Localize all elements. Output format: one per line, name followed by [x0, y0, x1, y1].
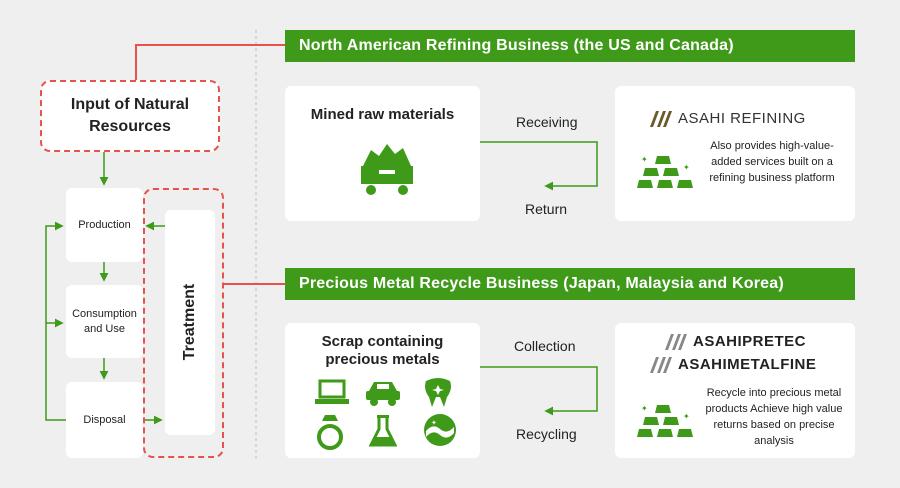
production-label: Production [78, 218, 131, 231]
flask-icon [368, 415, 398, 447]
svg-text:✦: ✦ [641, 155, 648, 164]
input-box: Input of Natural Resources [40, 80, 220, 152]
recycling-label: Recycling [516, 426, 577, 442]
asahi-pretec-box: ASAHIPRETEC ASAHIMETALFINE ✦ ✦ Recycle i… [615, 323, 855, 458]
treatment-box: Treatment [165, 210, 215, 435]
consumption-label: Consumption and Use [72, 307, 137, 335]
brand-logo-icon [665, 333, 687, 350]
production-box: Production [66, 188, 143, 262]
receiving-label: Receiving [516, 114, 578, 130]
asahi-refining-label: ASAHI REFINING [678, 110, 806, 127]
na-banner: North American Refining Business (the US… [285, 30, 855, 62]
collection-label: Collection [514, 338, 576, 354]
disposal-label: Disposal [83, 413, 126, 426]
ring-icon [317, 415, 343, 450]
brand-logo-icon [650, 110, 672, 127]
laptop-icon [315, 379, 349, 404]
mined-title: Mined raw materials [310, 106, 455, 123]
ore-icon: ✦ [424, 414, 456, 446]
asahi-metalfine-label: ASAHIMETALFINE [678, 356, 817, 373]
asahi-metalfine-brand: ASAHIMETALFINE [650, 356, 816, 373]
return-label: Return [525, 201, 568, 217]
scrap-box: Scrap containing precious metals ✦ [285, 323, 480, 458]
asahi-pretec-brand: ASAHIPRETEC [665, 333, 806, 350]
input-label: Input of Natural Resources [70, 96, 190, 135]
consumption-box: Consumption and Use [66, 285, 143, 358]
mine-cart-icon [361, 144, 413, 195]
svg-text:✦: ✦ [641, 404, 648, 413]
brand-logo-icon [650, 356, 672, 373]
asahi-refining-brand: ASAHI REFINING [650, 110, 806, 127]
asahi-pretec-desc: Recycle into precious metal products Ach… [705, 387, 843, 447]
svg-text:✦: ✦ [683, 412, 690, 421]
mined-box: Mined raw materials [285, 86, 480, 221]
treatment-dashed-frame [143, 188, 224, 458]
asahi-pretec-label: ASAHIPRETEC [693, 333, 807, 350]
svg-text:✦: ✦ [431, 419, 437, 427]
tooth-icon [425, 378, 451, 407]
gold-bars-icon: ✦ ✦ [637, 155, 693, 188]
pm-banner-text: Precious Metal Recycle Business (Japan, … [299, 275, 784, 292]
disposal-box: Disposal [66, 382, 143, 458]
svg-text:✦: ✦ [683, 163, 690, 172]
gold-bars-icon: ✦ ✦ [637, 404, 693, 437]
na-banner-text: North American Refining Business (the US… [299, 37, 734, 54]
pm-banner: Precious Metal Recycle Business (Japan, … [285, 268, 855, 300]
asahi-refining-desc: Also provides high-value-added services … [709, 140, 835, 184]
asahi-refining-box: ASAHI REFINING ✦ ✦ Also provides high-va… [615, 86, 855, 221]
scrap-title: Scrap containing precious metals [321, 333, 444, 368]
car-icon [366, 382, 400, 406]
treatment-label: Treatment [181, 283, 198, 361]
